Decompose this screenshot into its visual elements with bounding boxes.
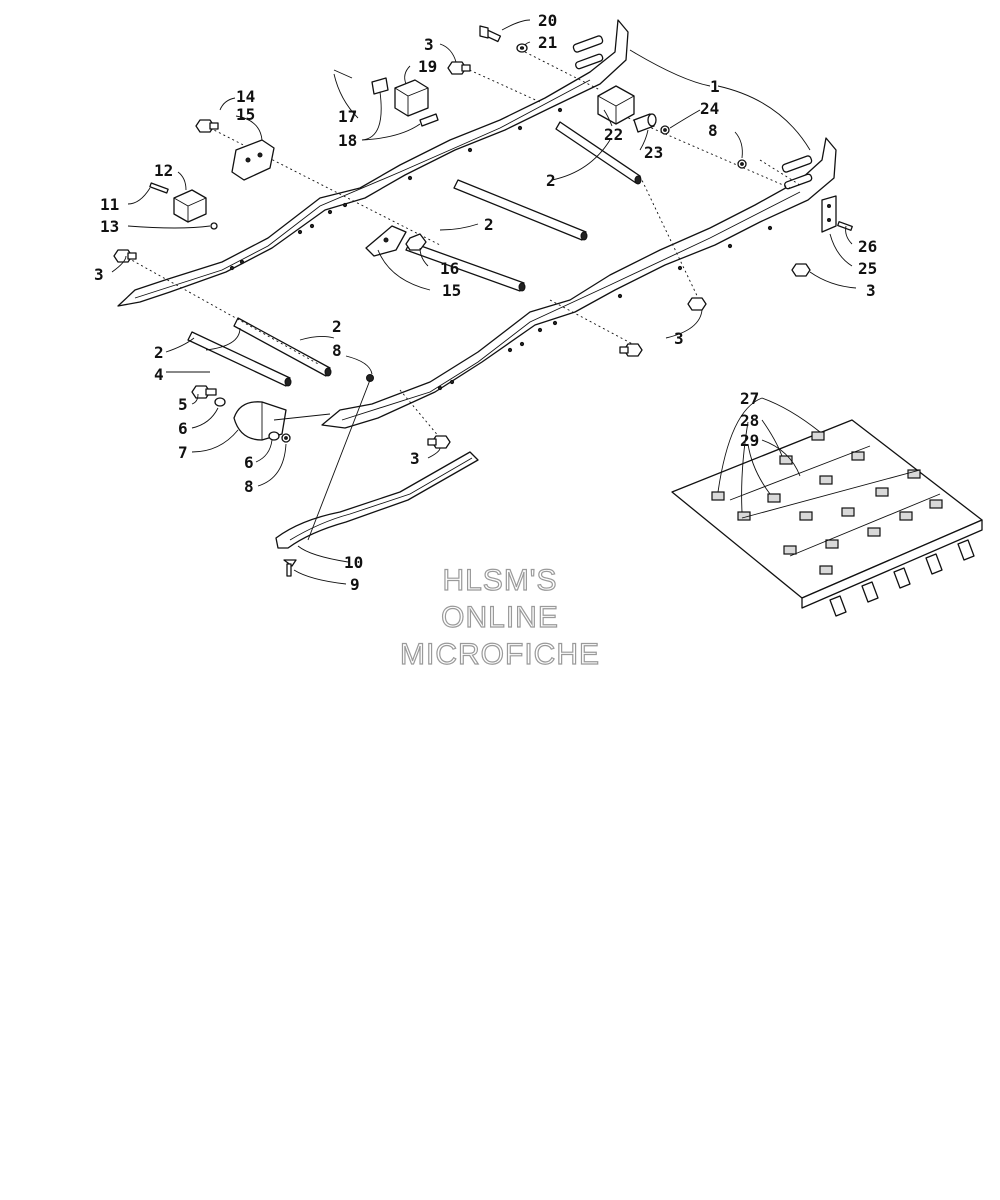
callout-22: 22 [604, 125, 623, 144]
washer-6-left [214, 397, 226, 407]
callout-10: 10 [344, 553, 363, 572]
wear-strip-10 [275, 451, 479, 549]
clip-18 [419, 113, 439, 127]
assembly-lines [127, 51, 801, 439]
watermark-line-1: HLSM'S [442, 564, 557, 597]
bolt [427, 435, 451, 449]
callout-8: 8 [244, 477, 254, 496]
bolt [447, 61, 471, 75]
rail-front-right [321, 137, 837, 429]
callout-23: 23 [644, 143, 663, 162]
washer-21 [516, 43, 528, 53]
callout-19: 19 [418, 57, 437, 76]
callout-4: 4 [154, 365, 164, 384]
cross-shaft [555, 121, 642, 185]
callout-21: 21 [538, 33, 557, 52]
callout-14: 14 [236, 87, 255, 106]
nut-8-right [281, 433, 291, 443]
callout-3: 3 [674, 329, 684, 348]
callout-18: 18 [338, 131, 357, 150]
bolt-14 [195, 119, 219, 133]
bracket-25 [821, 195, 837, 233]
callout-2: 2 [332, 317, 342, 336]
cylinder-23 [633, 113, 657, 133]
bolt-20 [479, 25, 502, 43]
bracket-15-mid [365, 225, 407, 257]
nut-13 [210, 222, 218, 230]
callout-25: 25 [858, 259, 877, 278]
callout-20: 20 [538, 11, 557, 30]
callout-3: 3 [424, 35, 434, 54]
callout-2: 2 [484, 215, 494, 234]
washer-6-right [268, 431, 280, 441]
callout-2: 2 [154, 343, 164, 362]
bolt-11 [149, 182, 169, 194]
callout-2: 2 [546, 171, 556, 190]
watermark-line-3: MICROFICHE [400, 638, 600, 671]
callout-15: 15 [442, 281, 461, 300]
callout-7: 7 [178, 443, 188, 462]
block-19 [394, 79, 429, 117]
bolt-5 [191, 385, 217, 399]
screw-26 [837, 221, 853, 231]
rail-holes [229, 107, 773, 391]
nut-8-top [737, 159, 747, 169]
callout-8: 8 [332, 341, 342, 360]
callout-28: 28 [740, 411, 759, 430]
screw-9 [283, 559, 297, 577]
leader-lines [111, 19, 857, 585]
watermark-line-2: ONLINE [441, 601, 559, 634]
callout-26: 26 [858, 237, 877, 256]
cross-shaft [453, 179, 588, 241]
slide-block-7 [233, 401, 287, 441]
track-clips [711, 431, 943, 575]
block-12 [173, 189, 207, 223]
callout-12: 12 [154, 161, 173, 180]
bolt [791, 263, 811, 277]
pin-17 [333, 69, 389, 95]
bolt [113, 249, 137, 263]
callout-5: 5 [178, 395, 188, 414]
bolt [687, 297, 707, 311]
callout-3: 3 [94, 265, 104, 284]
track-lugs [829, 539, 975, 617]
callout-24: 24 [700, 99, 719, 118]
callout-3: 3 [410, 449, 420, 468]
bracket-15-top [231, 139, 275, 181]
callout-9: 9 [350, 575, 360, 594]
callout-1: 1 [710, 77, 720, 96]
callout-6: 6 [178, 419, 188, 438]
callout-8: 8 [708, 121, 718, 140]
callout-6: 6 [244, 453, 254, 472]
callout-13: 13 [100, 217, 119, 236]
callout-17: 17 [338, 107, 357, 126]
cross-shaft [233, 317, 332, 377]
callout-3: 3 [866, 281, 876, 300]
callout-11: 11 [100, 195, 119, 214]
watermark: HLSM'S ONLINE MICROFICHE [399, 563, 600, 671]
callout-27: 27 [740, 389, 759, 408]
bolt [619, 343, 643, 357]
callout-15: 15 [236, 105, 255, 124]
track-assembly [671, 419, 983, 617]
cross-shaft [405, 241, 526, 292]
rail-rear-left [117, 19, 629, 307]
nut-8-mid [366, 374, 374, 382]
cross-shaft-4 [187, 331, 292, 387]
nut-24 [660, 125, 670, 135]
callout-29: 29 [740, 431, 759, 450]
callout-16: 16 [440, 259, 459, 278]
callouts: 20 21 3 19 1 14 15 24 8 17 18 22 23 12 2… [94, 11, 877, 594]
